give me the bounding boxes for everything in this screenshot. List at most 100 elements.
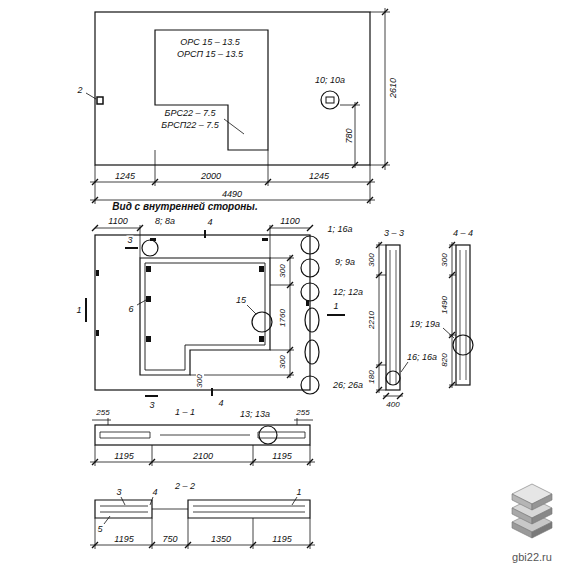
leader-line: [247, 305, 256, 314]
dimension-label: 300: [368, 252, 376, 267]
callout-number: 1; 16а: [326, 225, 353, 234]
dimension-lines: [449, 242, 456, 388]
dimension-label: 1195: [271, 535, 292, 544]
opening-outline: [155, 30, 268, 150]
callout-number: 16; 16а: [406, 353, 438, 362]
dimension-label: 1350: [210, 535, 232, 544]
callout-number: 1: [295, 488, 302, 497]
callout-number: 8; 8а: [154, 217, 176, 226]
section-outline: [95, 425, 310, 445]
mark-label: БРСП22 – 7.5: [160, 121, 219, 130]
leader-line: [137, 300, 146, 305]
panel-outline: [95, 235, 310, 390]
leader-line: [86, 93, 96, 99]
reinforcement: [390, 250, 391, 385]
section-markers: [86, 230, 345, 396]
dimension-label: 1100: [279, 217, 300, 226]
mark-label: БРС22 – 7.5: [164, 109, 217, 118]
dimension-label: 300: [441, 252, 449, 267]
callout-number: 3: [115, 488, 122, 497]
reinforcement: [460, 250, 461, 380]
view-title: Вид с внутренней стороны.: [111, 202, 258, 212]
dimension-label: 1760: [279, 308, 287, 328]
watermark: gbi22.ru: [511, 552, 553, 563]
detail-circle: [301, 283, 319, 301]
opening-frame: [145, 263, 265, 370]
detail-circle: [301, 236, 319, 254]
dimension-label: 255: [295, 409, 310, 417]
dimension-label: 180: [368, 369, 376, 384]
section-title: 1 – 1: [174, 408, 196, 417]
detail-oval: [305, 340, 319, 364]
reinforcement: [396, 250, 397, 385]
embedded-plates: [96, 238, 309, 342]
detail-circle: [142, 240, 158, 256]
callout-number: 4: [151, 488, 158, 497]
embedded-part: [326, 97, 334, 103]
dimension-label: 1195: [113, 452, 134, 461]
dimension-label: 2610: [389, 77, 398, 99]
section-detail: [100, 432, 305, 438]
dimension-label: 2100: [192, 452, 214, 461]
callout-number: 6: [127, 305, 134, 314]
detail-circle: [252, 312, 272, 332]
callout-number: 13; 13а: [239, 410, 271, 419]
mark-label: ОРС 15 – 13.5: [179, 38, 241, 47]
dimension-label: 300: [279, 263, 287, 278]
dimension-label: 300: [279, 354, 287, 369]
detail-oval: [305, 308, 319, 332]
dimension-label: 750: [161, 535, 178, 544]
dimension-lines: [90, 8, 390, 204]
section-mark: 3: [148, 401, 155, 410]
callout-number: 2: [76, 86, 83, 95]
dimension-label: 1195: [113, 535, 134, 544]
dimension-label: 780: [345, 127, 354, 144]
detail-circle: [259, 426, 277, 444]
dimension-lines: [90, 518, 315, 549]
section-title: 3 – 3: [383, 229, 405, 238]
section-outline: [95, 500, 310, 518]
detail-circle: [301, 259, 319, 277]
leader-line: [401, 362, 408, 372]
dimension-label: 1245: [308, 172, 330, 181]
dimension-label: 2000: [200, 172, 222, 181]
dimension-label: 1100: [107, 217, 128, 226]
dimension-label: 255: [95, 409, 110, 417]
section-mark: 1: [332, 302, 339, 311]
section-mark: 4: [217, 399, 224, 408]
dimension-label: 2210: [368, 310, 376, 330]
callout-number: 10; 10а: [314, 76, 346, 85]
section-mark: 3: [126, 236, 133, 245]
callout-number: 26; 26а: [332, 381, 364, 390]
section-detail: [100, 506, 305, 512]
dimension-label: 1245: [114, 172, 136, 181]
dimension-lines: [376, 242, 403, 399]
detail-circle: [301, 376, 319, 394]
detail-circle: [386, 371, 400, 385]
section-title: 4 – 4: [452, 229, 474, 238]
callout-number: 9; 9а: [334, 258, 356, 267]
section-mark: 1: [75, 306, 82, 315]
dimension-label: 400: [385, 401, 400, 409]
dimension-label: 1490: [441, 295, 449, 315]
reinforcement: [466, 250, 467, 380]
section-title: 2 – 2: [174, 482, 196, 491]
callout-number: 5: [96, 525, 103, 534]
section-outline: [456, 245, 470, 385]
dimension-label: 300: [196, 373, 204, 388]
lifting-loop: [97, 97, 103, 104]
leader-line: [224, 119, 244, 134]
dimension-label: 820: [441, 352, 449, 367]
leader-lines: [104, 497, 297, 524]
callout-number: 19; 19а: [409, 320, 441, 329]
dimension-lines: [90, 418, 315, 466]
dimension-label: 4490: [221, 190, 243, 199]
panel-outline: [95, 12, 370, 165]
logo-icon: [512, 484, 552, 538]
dimension-lines: [92, 225, 313, 378]
opening-outline: [140, 258, 270, 375]
dimension-label: 1195: [271, 452, 292, 461]
detail-circle: [453, 335, 473, 355]
